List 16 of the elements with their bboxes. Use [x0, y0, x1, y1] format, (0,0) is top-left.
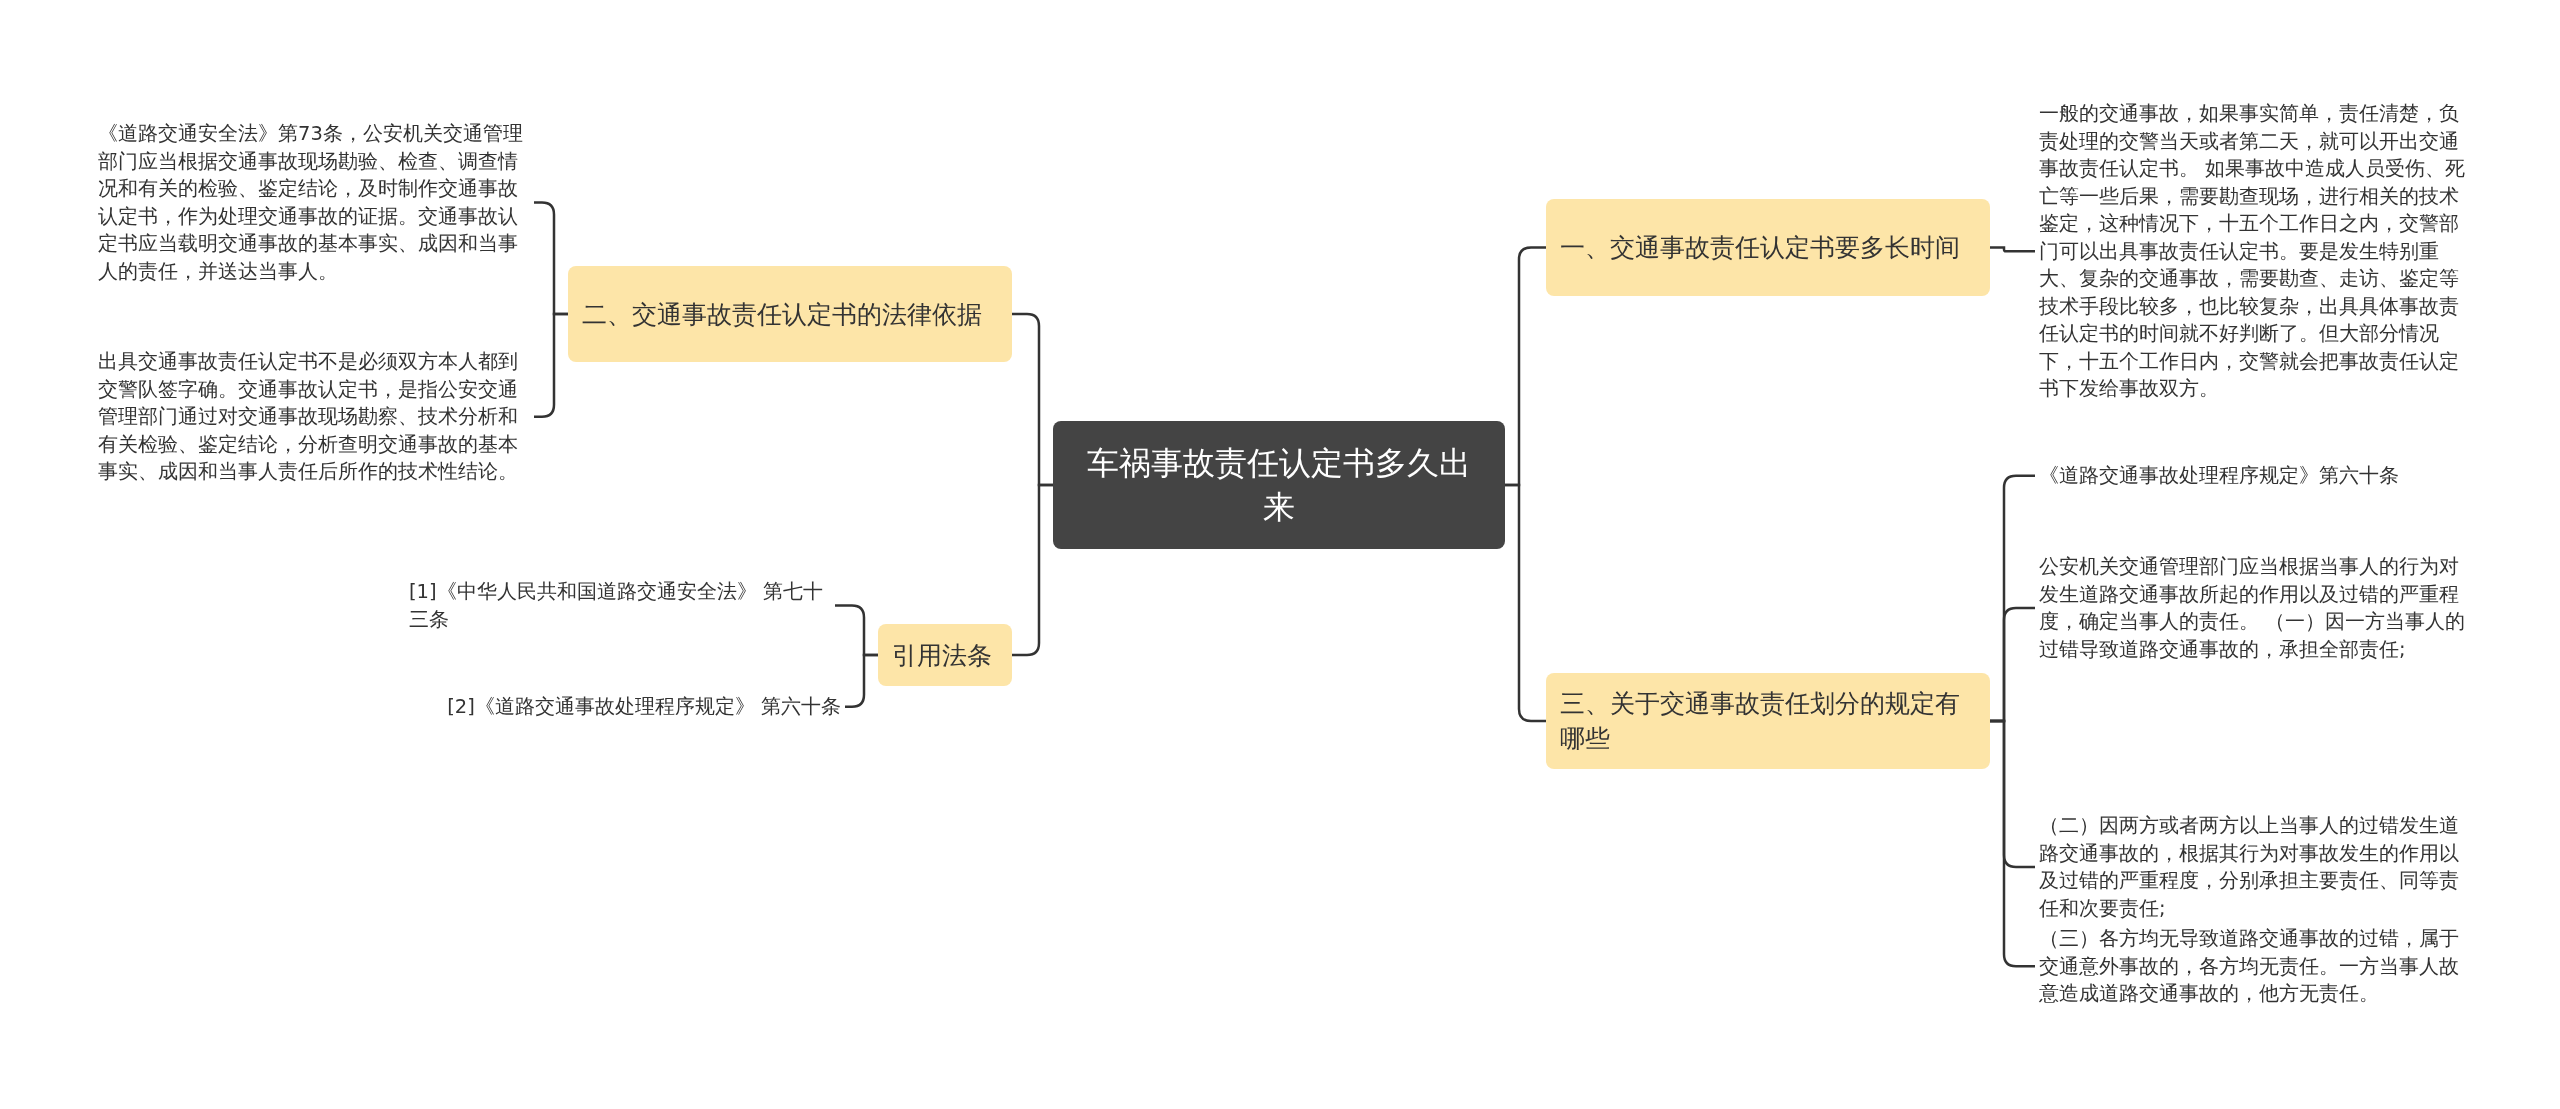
central-topic-box: 车祸事故责任认定书多久出来 — [1053, 421, 1505, 549]
connector-line — [1990, 246, 2035, 253]
subtopic-text: （三）各方均无导致道路交通事故的过错，属于交通意外事故的，各方均无责任。一方当事人故意造成道路交通事故的，他方无责任。 — [2035, 925, 2475, 1008]
subtopic-text: 一般的交通事故，如果事实简单，责任清楚，负责处理的交警当天或者第二天，就可以开出交通事故责任认定书。 如果事故中造成人员受伤、死亡等一些后果，需要勘查现场，进行相关的技术鉴定，这种情况下，十五个工作日之内，交警部门可以出具事故责任认定书。要是发生特别重大、复杂的交通事故，需要勘查、走访、鉴定等技术手段比较多，也比较复杂，出具具体事故责任认定书的时间就不好判断了。但大部分情况下，十五个工作日内，交警就会把事故责任认定书下发给事故双方。 — [2035, 100, 2475, 403]
subtopic-text: 《道路交通安全法》第73条，公安机关交通管理部门应当根据交通事故现场勘验、检查、调查情况和有关的检验、鉴定结论，及时制作交通事故认定书，作为处理交通事故的证据。交通事故认定书应当载明交通事故的基本事实、成因和当事人的责任，并送达当事人。 — [94, 120, 534, 285]
subtopic-text: （二）因两方或者两方以上当事人的过错发生道路交通事故的，根据其行为对事故发生的作用以及过错的严重程度，分别承担主要责任、同等责任和次要责任; — [2035, 812, 2475, 922]
topic-box: 一、交通事故责任认定书要多长时间 — [1546, 199, 1990, 296]
topic-box: 三、关于交通事故责任划分的规定有哪些 — [1546, 673, 1990, 769]
topic-box: 引用法条 — [878, 624, 1012, 686]
subtopic-text: [1]《中华人民共和国道路交通安全法》 第七十三条 — [405, 578, 835, 633]
subtopic-text: [2]《道路交通事故处理程序规定》 第六十条 — [405, 693, 845, 721]
connector-line — [845, 653, 878, 708]
subtopic-text: 出具交通事故责任认定书不是必须双方本人都到交警队签字确。交通事故认定书，是指公安交通管理部门通过对交通事故现场勘察、技术分析和有关检验、鉴定结论，分析查明交通事故的基本事实、成因和当事人责任后所作的技术性结论。 — [94, 348, 534, 486]
topic-box: 二、交通事故责任认定书的法律依据 — [568, 266, 1012, 362]
subtopic-text: 公安机关交通管理部门应当根据当事人的行为对发生道路交通事故所起的作用以及过错的严重程度，确定当事人的责任。 （一）因一方当事人的过错导致道路交通事故的，承担全部责任; — [2035, 553, 2475, 663]
subtopic-text: 《道路交通事故处理程序规定》第六十条 — [2035, 462, 2475, 490]
